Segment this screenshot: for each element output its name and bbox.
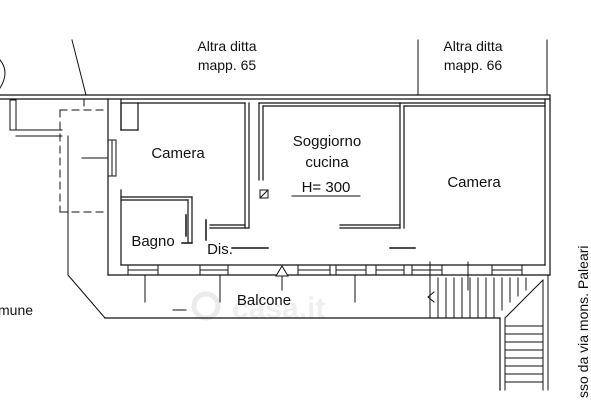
room-height-label: H= 300 <box>302 179 351 196</box>
neighbor-boundaries <box>0 39 548 96</box>
room-label-camera-left: Camera <box>151 145 205 162</box>
room-label-soggiorno: Soggiorno <box>293 133 361 150</box>
left-building-lines <box>9 99 106 319</box>
neighbor-right-line1: Altra ditta <box>443 38 502 54</box>
balcony-windows <box>127 261 523 311</box>
neighbor-left-line2: mapp. 65 <box>198 57 257 73</box>
door-marks <box>181 214 416 249</box>
room-label-balcone: Balcone <box>237 292 291 309</box>
balcony-outline <box>104 317 501 391</box>
neighbor-right-line2: mapp. 66 <box>444 57 503 73</box>
flue-square <box>259 189 269 199</box>
neighbor-left-line1: Altra ditta <box>197 38 256 54</box>
room-label-camera-right: Camera <box>447 174 501 191</box>
edge-label-right: sso da via mons. Paleari <box>575 245 591 398</box>
dashed-outline <box>59 98 109 213</box>
room-label-cucina: cucina <box>305 154 349 171</box>
staircase <box>427 274 549 391</box>
entrance-arrow <box>275 265 289 291</box>
edge-label-left: mune <box>0 302 33 318</box>
room-label-bagno: Bagno <box>131 233 174 250</box>
svg-text:casa.it: casa.it <box>232 292 325 325</box>
window-left <box>81 139 117 177</box>
interior-walls <box>120 102 546 243</box>
room-label-dis: Dis. <box>207 241 233 258</box>
